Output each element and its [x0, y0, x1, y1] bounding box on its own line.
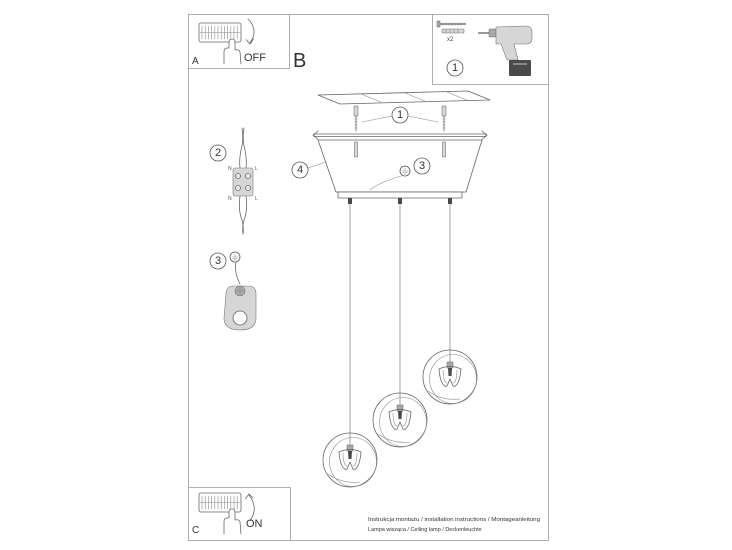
- switch-off-label: OFF: [244, 52, 266, 64]
- terminal-label-top-left: N: [228, 166, 232, 172]
- callout-connector: 2: [209, 144, 227, 162]
- ground-symbol-icon: [399, 165, 411, 177]
- ground-symbol-icon: [229, 251, 241, 263]
- terminal-label-top-right: L: [255, 166, 258, 172]
- callout-tools-number: 1: [452, 62, 458, 74]
- pendant-globe-left: [322, 432, 378, 488]
- sheet-frame: [188, 14, 549, 541]
- ceiling-canopy: [317, 139, 483, 199]
- cable-holder-middle: [398, 198, 402, 204]
- anchor-quantity: x2: [447, 37, 454, 43]
- terminal-block-icon: [232, 127, 254, 235]
- panel-a-letter: A: [192, 56, 199, 67]
- ceiling-screw-right: [441, 105, 447, 132]
- tools-panel: x2 1: [436, 20, 533, 77]
- wall-switch-icon: [198, 492, 242, 513]
- release-arrow-icon: [245, 493, 255, 522]
- footer-instructions-title: Instrukcja montażu / installation instru…: [368, 517, 540, 523]
- callout-ground-terminal: 3: [209, 252, 227, 270]
- terminal-label-bottom-left: N: [228, 196, 232, 202]
- callout-ground-canopy: 3: [413, 157, 431, 175]
- tools-panel-border: [432, 14, 549, 85]
- press-arrow-icon: [245, 18, 255, 45]
- panel-c: ON C: [192, 492, 263, 536]
- wall-switch-icon: [198, 22, 242, 43]
- ceiling-screw-left: [353, 105, 359, 132]
- terminal-label-bottom-right: L: [255, 196, 258, 202]
- footer-product-name: Lampa wisząca / Ceiling lamp / Deckenleu…: [368, 527, 482, 533]
- panel-a: OFF A: [192, 18, 266, 67]
- pendant-globe-middle: [372, 392, 428, 448]
- pendant-globe-right: [422, 349, 478, 405]
- callout-canopy-number: 4: [297, 164, 303, 176]
- callout-ground-canopy-number: 3: [419, 160, 425, 172]
- callout-screws: 1: [361, 106, 439, 124]
- ceiling-slab: [317, 90, 491, 105]
- callout-connector-number: 2: [215, 147, 221, 159]
- mounting-bracket: [312, 130, 488, 140]
- hand-pointer-icon: [223, 38, 242, 65]
- callout-canopy: 4: [291, 161, 327, 179]
- switch-on-label: ON: [246, 518, 263, 530]
- panel-c-border: [188, 487, 291, 541]
- cable-holder-left: [348, 198, 352, 204]
- cordless-drill-icon: [478, 25, 533, 76]
- callout-screws-number: 1: [397, 109, 403, 121]
- panel-a-border: [188, 14, 290, 69]
- screw-anchor-icon: [436, 20, 466, 34]
- callout-ground-terminal-number: 3: [215, 255, 221, 267]
- hand-pointer-icon: [223, 508, 242, 535]
- panel-b-letter: B: [293, 50, 306, 72]
- cable-holder-right: [448, 198, 452, 204]
- panel-c-letter: C: [192, 525, 199, 536]
- callout-tools: 1: [446, 59, 464, 77]
- ground-terminal-icon: [223, 261, 257, 331]
